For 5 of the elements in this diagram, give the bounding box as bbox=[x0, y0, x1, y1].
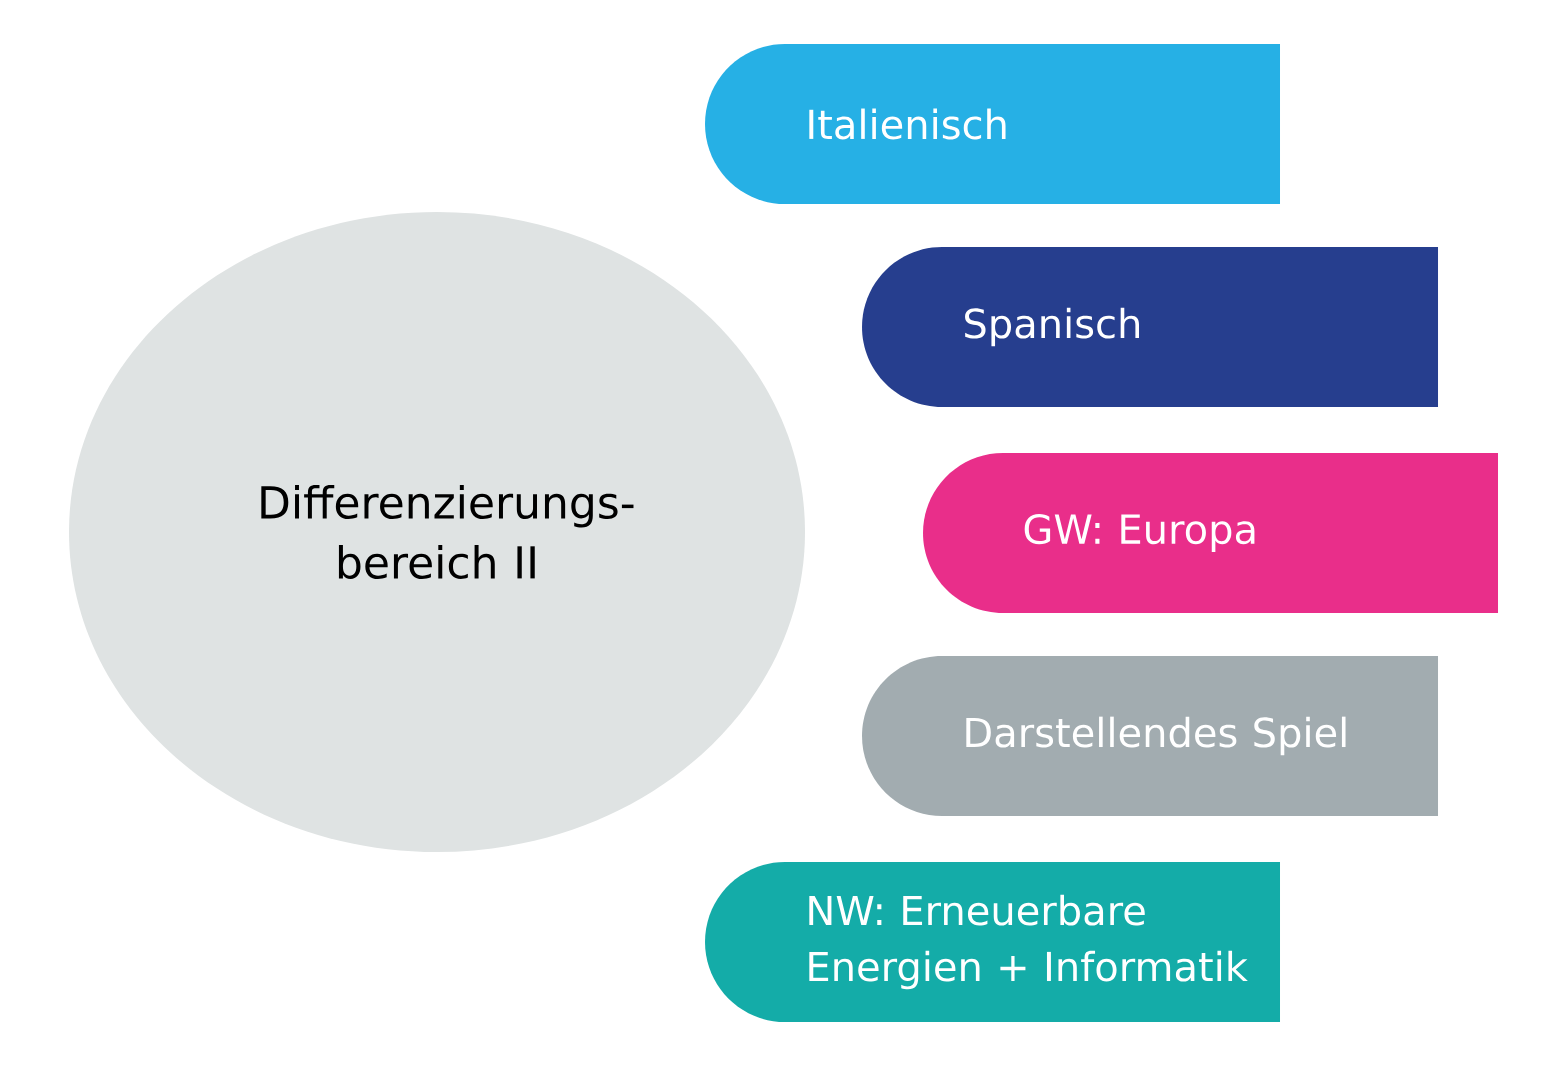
pill-box: Italienisch bbox=[705, 44, 1280, 204]
pill-box: Spanisch bbox=[862, 247, 1438, 407]
pill-box: Darstellendes Spiel bbox=[862, 656, 1438, 816]
pill-box: GW: Europa bbox=[923, 453, 1498, 613]
pill-box: NW: Erneuerbare Energien + Informatik bbox=[705, 862, 1280, 1022]
